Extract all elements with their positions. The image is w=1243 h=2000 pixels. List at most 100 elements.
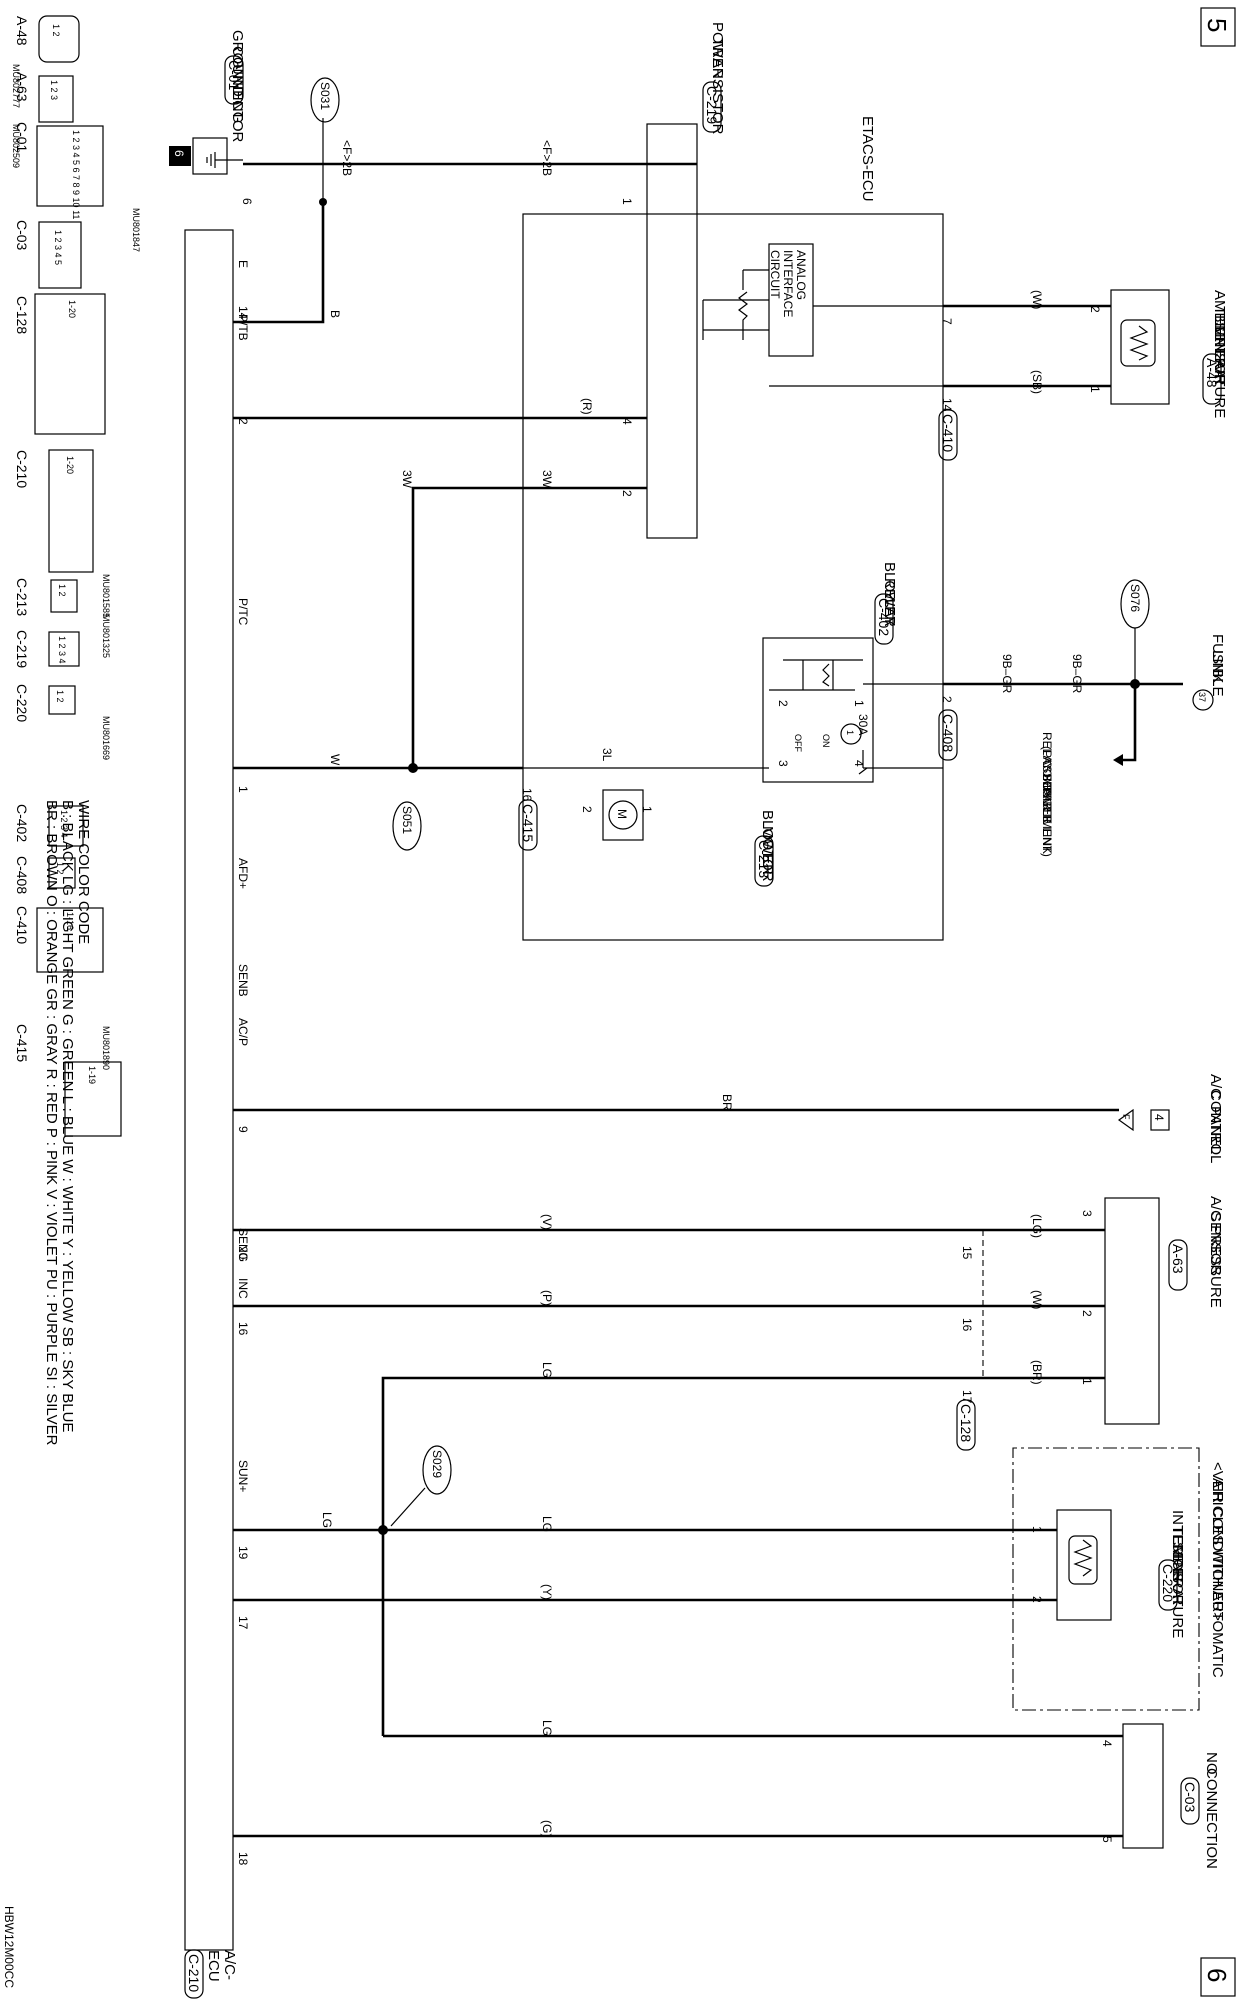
svg-text:5: 5	[1100, 1836, 1114, 1843]
splice-s029: S029	[390, 1445, 452, 1527]
svg-text:BLOWER: BLOWER	[759, 810, 776, 875]
pin-ecu-afd: 9	[236, 1126, 250, 1133]
pin-ecu-ptb: 2	[236, 418, 250, 425]
fusible-link: FUSIBLE LINK 37	[1181, 634, 1226, 711]
svg-text:1 2: 1 2	[51, 24, 61, 37]
motor-icon	[608, 800, 638, 830]
wire-label-w: W	[328, 754, 342, 766]
resistor-icon	[738, 270, 748, 340]
wire-label-gr-b: 9B–GR	[1000, 654, 1014, 694]
svg-text:INTERIOR: INTERIOR	[1169, 1510, 1186, 1582]
svg-text:C-408: C-408	[14, 856, 30, 894]
pin-pt2: 2	[620, 490, 634, 497]
earth-icon	[206, 152, 243, 168]
svg-text:A-63: A-63	[1170, 1244, 1186, 1274]
pin-ecu-e: 14	[236, 306, 250, 320]
ecu-terminal-seng: SENG	[236, 1228, 250, 1262]
connector-view-c415: C-415 1-19 MU801890	[14, 1024, 122, 1137]
svg-text:LINK: LINK	[1209, 650, 1226, 683]
svg-text:RELAY: RELAY	[881, 578, 898, 626]
pin-amb2: 2	[1088, 306, 1102, 313]
wire-label-3w-a: 3W	[540, 470, 554, 489]
wire-lg-trunk	[381, 1376, 543, 1736]
svg-text:C-410: C-410	[14, 906, 30, 944]
arrow-icon	[1113, 754, 1123, 766]
svg-text:C-03: C-03	[1182, 1782, 1198, 1813]
wire-label-g: (G)	[540, 1820, 554, 1837]
svg-text:(PASSENGER: (PASSENGER	[1040, 746, 1054, 824]
svg-text:C-03: C-03	[14, 220, 30, 251]
wire-label-lg4: LG	[540, 1720, 554, 1736]
svg-text:3: 3	[1080, 1210, 1094, 1217]
wire-color-legend: WIRE COLOR CODE B : BLACK LG : LIGHT GRE…	[43, 800, 92, 1446]
svg-text:2: 2	[776, 700, 790, 707]
svg-text:BLOWER: BLOWER	[881, 562, 898, 627]
svg-text:TRANSISTOR: TRANSISTOR	[709, 38, 726, 135]
ac-pressure-sensor: A/C PRESSURE SENSOR A-63 3 2 1	[1080, 1196, 1224, 1425]
pin-ecu-seng: 19	[236, 1546, 250, 1560]
splice-s076: S076	[1120, 579, 1150, 680]
svg-text:A/C: A/C	[1207, 1074, 1224, 1099]
ecu-terminal-acp: AC/P	[236, 1018, 250, 1046]
wire-label-ground-b: <F>2B	[540, 140, 554, 176]
svg-text:CONNECTOR: CONNECTOR	[229, 46, 246, 143]
svg-text:C-210: C-210	[14, 450, 30, 488]
svg-text:AMBIENT AIR: AMBIENT AIR	[1211, 290, 1228, 385]
svg-text:S029: S029	[430, 1450, 444, 1478]
svg-text:A/C PRESSURE: A/C PRESSURE	[1207, 1196, 1224, 1308]
connector-view-c213: C-213 1 2 MU801325	[14, 578, 111, 658]
connector-view-c01: C-01 1 2 3 4 5 6 7 8 9 10 11 MU801847	[14, 122, 141, 252]
svg-text:COMPARTMENT): COMPARTMENT)	[1040, 760, 1054, 857]
svg-text:S051: S051	[400, 806, 414, 834]
ecu-terminal-senb: SENB	[236, 964, 250, 997]
pin-ecu-inc: 17	[236, 1616, 250, 1630]
ac-ecu-label: A/C- ECU C-210	[184, 1949, 238, 1999]
svg-text:6: 6	[172, 150, 186, 157]
svg-text:CIRCUIT: CIRCUIT	[768, 250, 782, 299]
wire-label-lg: LG	[540, 1362, 554, 1378]
svg-text:1-20: 1-20	[67, 300, 77, 318]
connector-view-c219: C-219 1 2 3 4	[14, 630, 80, 668]
ac-ecu-box	[184, 229, 234, 1951]
connector-label-c410: C-410	[940, 414, 956, 452]
svg-text:AIR CONDITIONER>: AIR CONDITIONER>	[1209, 1478, 1226, 1621]
splice-s051: S051	[392, 801, 422, 851]
connector-tag-c410	[938, 409, 958, 461]
wire-label-w-p: (W)	[1030, 1290, 1044, 1309]
page-marker-top: 5	[1200, 7, 1236, 47]
connector-tag-c415	[518, 799, 538, 851]
page-marker-bottom: 6	[1200, 1957, 1236, 1997]
connector-tag-c128	[956, 1399, 976, 1451]
pin-pt4: 4	[620, 418, 634, 425]
svg-text:1-20: 1-20	[65, 456, 75, 474]
svg-text:FUSIBLE: FUSIBLE	[1209, 634, 1226, 697]
wire-label-br: BR	[720, 1094, 734, 1111]
svg-text:SENSOR: SENSOR	[1207, 1212, 1224, 1276]
wire-label-3l: 3L	[600, 748, 614, 762]
svg-text:4: 4	[852, 760, 866, 767]
connector-view-c408: C-408 1 2	[14, 856, 76, 894]
svg-text:S031: S031	[318, 82, 332, 110]
svg-text:C-213: C-213	[14, 578, 30, 616]
svg-text:NO: NO	[1203, 1752, 1220, 1775]
svg-text:1 2 3 4: 1 2 3 4	[59, 810, 69, 838]
svg-text:C-01: C-01	[226, 60, 242, 91]
wire-label-amb-sb: (SB)	[1030, 370, 1044, 394]
ground-symbol-icon	[169, 146, 191, 166]
svg-text:ANALOG: ANALOG	[794, 250, 808, 300]
connector-tag-c408	[938, 709, 958, 761]
svg-text:1-16: 1-16	[65, 912, 75, 930]
connector-view-a63: A-63 1 2 3 MU802509	[11, 72, 74, 168]
wire-label-lg3: LG	[320, 1512, 334, 1528]
svg-text:1 2: 1 2	[55, 690, 65, 703]
svg-text:FUSIBLE LINK: FUSIBLE LINK	[1040, 774, 1054, 854]
svg-text:MU802777: MU802777	[11, 64, 21, 108]
connector-label-c408: C-408	[940, 714, 956, 752]
svg-text:C-402: C-402	[14, 804, 30, 842]
pin-c128-16: 16	[960, 1318, 974, 1332]
svg-text:C-128: C-128	[14, 296, 30, 334]
etacs-ecu-box	[522, 213, 944, 941]
svg-text:A-63: A-63	[14, 72, 30, 102]
wire-label-v: (V)	[540, 1214, 554, 1230]
